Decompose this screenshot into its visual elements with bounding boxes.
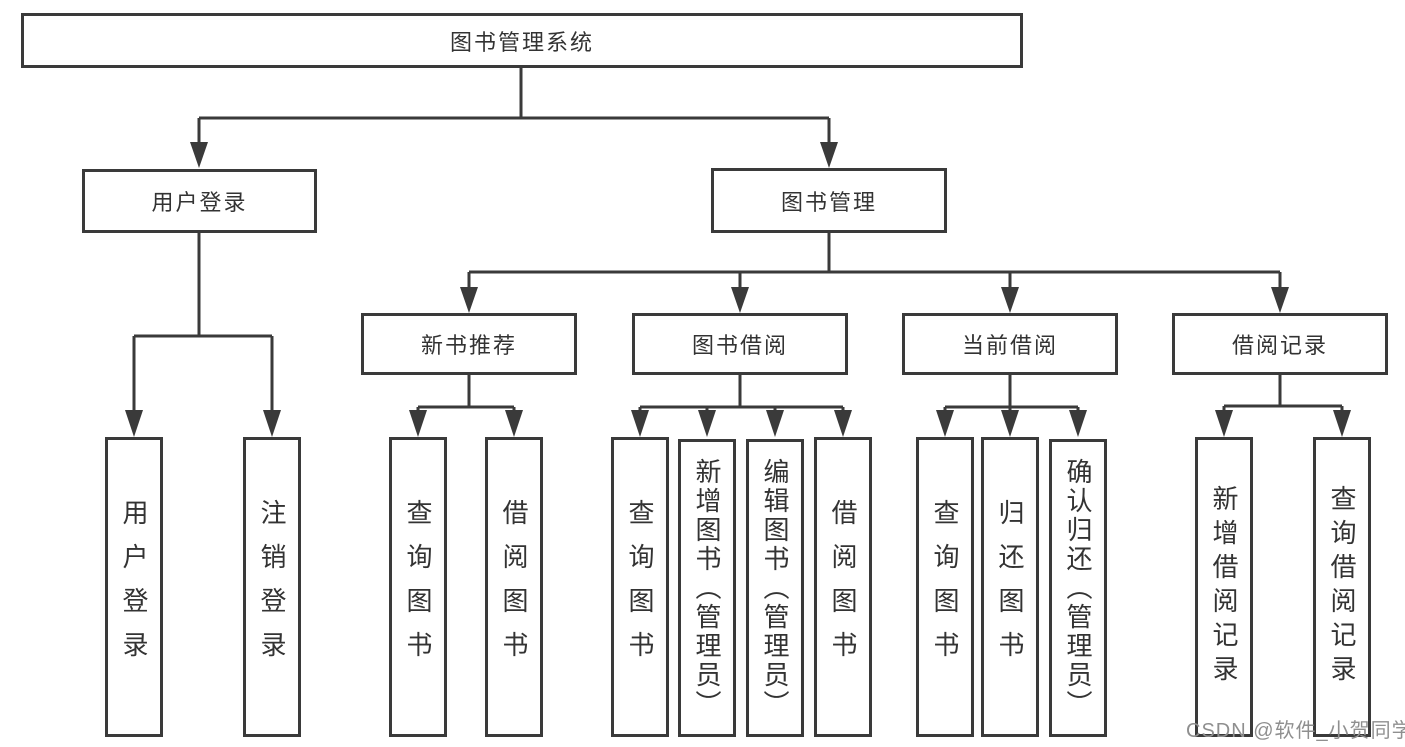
leaf-add-books-admin: 新增图书（管理员） <box>678 439 736 737</box>
leaf-return-books: 归还图书 <box>981 437 1039 737</box>
leaf-query-borrow-record: 查询借阅记录 <box>1313 437 1371 737</box>
leaf-borrow-books-2: 借阅图书 <box>814 437 872 737</box>
leaf-edit-books-admin: 编辑图书（管理员） <box>746 439 804 737</box>
node-current-borrow: 当前借阅 <box>902 313 1118 375</box>
node-root-system: 图书管理系统 <box>21 13 1023 68</box>
leaf-query-books-1: 查询图书 <box>389 437 447 737</box>
leaf-query-books-3: 查询图书 <box>916 437 974 737</box>
leaf-logout: 注销登录 <box>243 437 301 737</box>
node-user-login: 用户登录 <box>82 169 317 233</box>
leaf-borrow-books-1: 借阅图书 <box>485 437 543 737</box>
leaf-add-borrow-record: 新增借阅记录 <box>1195 437 1253 737</box>
leaf-user-login: 用户登录 <box>105 437 163 737</box>
node-borrow-records: 借阅记录 <box>1172 313 1388 375</box>
leaf-query-books-2: 查询图书 <box>611 437 669 737</box>
node-book-borrow: 图书借阅 <box>632 313 848 375</box>
csdn-watermark: CSDN @软件_小贺同学 <box>1186 720 1405 742</box>
node-new-book-recommend: 新书推荐 <box>361 313 577 375</box>
leaf-confirm-return-admin: 确认归还（管理员） <box>1049 439 1107 737</box>
node-book-management: 图书管理 <box>711 168 947 233</box>
